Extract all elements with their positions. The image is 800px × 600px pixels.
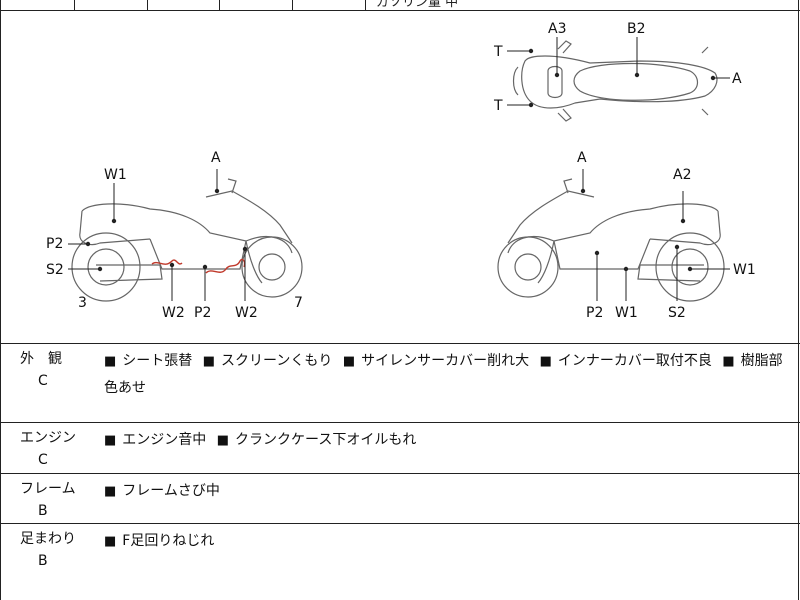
motorcycle-diagram-svg: T T A3 B2 A	[46, 21, 756, 321]
right-side-callouts	[582, 169, 730, 301]
section-category: 足まわり	[20, 531, 76, 547]
label-left-W2b: W2	[235, 305, 258, 321]
header-cell-divider	[292, 0, 293, 10]
bullet-icon: ■	[722, 354, 735, 369]
label-right-A: A	[577, 150, 587, 166]
left-side-motorcycle	[71, 178, 303, 302]
label-top-T1: T	[493, 44, 503, 60]
note-item: ■ フレームさび中	[104, 483, 220, 499]
section-category: エンジン	[20, 430, 76, 446]
left-side-callouts	[68, 169, 246, 301]
note-item: ■ インナーカバー取付不良	[540, 353, 712, 369]
section-notes: ■ シート張替 ■ スクリーンくもり ■ サイレンサーカバー削れ大 ■ インナーカバー取…	[104, 348, 794, 401]
section-grade: C	[38, 373, 48, 389]
label-right-W1b: W1	[615, 305, 638, 321]
bullet-icon: ■	[104, 354, 117, 369]
label-left-P2b: P2	[194, 305, 211, 321]
section-notes: ■ エンジン音中 ■ クランクケース下オイルもれ	[104, 427, 794, 454]
damage-mark-left-1	[151, 259, 183, 265]
bullet-icon: ■	[216, 433, 230, 448]
top-view-motorcycle	[512, 40, 718, 122]
top-view-callouts	[507, 37, 730, 106]
note-text: クランクケース下オイルもれ	[235, 432, 417, 448]
section-frame: フレーム B ■ フレームさび中	[0, 474, 800, 524]
label-left-3: 3	[78, 295, 87, 311]
note-item: ■樹脂部色あせ	[104, 353, 783, 396]
damage-mark-left-2	[205, 258, 246, 274]
note-item: ■ シート張替	[104, 353, 192, 369]
note-item: ■ エンジン音中	[104, 432, 206, 448]
label-top-B2: B2	[627, 21, 646, 37]
label-top-A: A	[732, 71, 742, 87]
label-top-A3: A3	[548, 21, 566, 37]
label-right-P2: P2	[586, 305, 603, 321]
bullet-icon: ■	[342, 354, 356, 369]
label-left-P2: P2	[46, 236, 63, 252]
header-cell-divider	[365, 0, 366, 10]
note-item: ■ サイレンサーカバー削れ大	[343, 353, 529, 369]
section-engine: エンジン C ■ エンジン音中 ■ クランクケース下オイルもれ	[0, 423, 800, 474]
section-grade: B	[38, 553, 48, 569]
note-item: ■ スクリーンくもり	[203, 353, 333, 369]
header-row: ガソリン量 中	[0, 0, 800, 11]
note-item: ■ F足回りねじれ	[104, 533, 214, 549]
note-text: 樹脂部色あせ	[104, 353, 783, 396]
section-notes: ■ F足回りねじれ	[104, 528, 794, 555]
label-left-W1: W1	[104, 167, 127, 183]
header-cell-divider	[219, 0, 220, 10]
section-notes: ■ フレームさび中	[104, 478, 794, 505]
section-exterior: 外 観 C ■ シート張替 ■ スクリーンくもり ■ サイレンサーカバー削れ大 ■ イン…	[0, 344, 800, 423]
label-left-A: A	[211, 150, 221, 166]
right-side-motorcycle	[497, 178, 725, 302]
note-text: エンジン音中	[122, 432, 207, 448]
header-cell-divider	[74, 0, 75, 10]
section-suspension: 足まわり B ■ F足回りねじれ	[0, 524, 800, 600]
section-category: フレーム	[20, 481, 76, 497]
label-top-T2: T	[493, 98, 503, 114]
note-text: インナーカバー取付不良	[557, 353, 712, 369]
label-right-S2: S2	[668, 305, 686, 321]
bullet-icon: ■	[202, 354, 216, 369]
label-left-S2: S2	[46, 262, 64, 278]
bullet-icon: ■	[104, 484, 117, 499]
bullet-icon: ■	[104, 534, 117, 549]
bullet-icon: ■	[104, 433, 117, 448]
bullet-icon: ■	[539, 354, 552, 369]
label-right-A2: A2	[673, 167, 691, 183]
fuel-level-text: ガソリン量 中	[376, 0, 459, 10]
note-text: フレームさび中	[122, 483, 220, 499]
header-cell-divider	[147, 0, 148, 10]
label-right-W1: W1	[733, 262, 756, 278]
note-text: シート張替	[122, 353, 193, 369]
note-text: サイレンサーカバー削れ大	[361, 353, 530, 369]
note-item: ■ クランクケース下オイルもれ	[217, 432, 417, 448]
section-grade: B	[38, 503, 48, 519]
section-grade: C	[38, 452, 48, 468]
label-left-7: 7	[294, 295, 303, 311]
note-text: F足回りねじれ	[122, 533, 215, 549]
section-category: 外 観	[20, 351, 62, 367]
label-left-W2a: W2	[162, 305, 185, 321]
top-view-markers	[528, 48, 716, 108]
left-side-markers	[85, 188, 248, 272]
note-text: スクリーンくもり	[221, 353, 333, 369]
damage-diagram: T T A3 B2 A	[0, 11, 800, 344]
right-side-markers	[580, 188, 693, 272]
